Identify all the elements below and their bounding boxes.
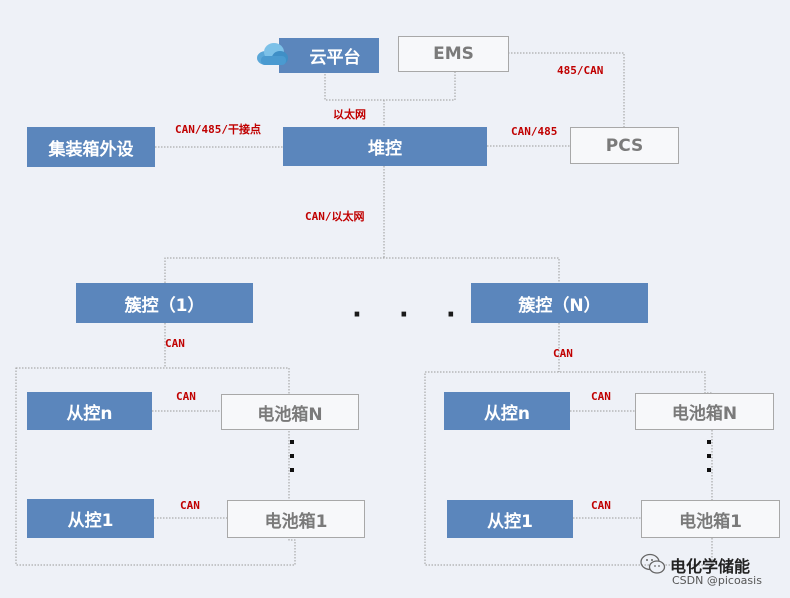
ems-label: EMS — [433, 44, 474, 64]
watermark-brand: 电化学储能 — [670, 557, 751, 576]
battery-1-left-node: 电池箱1 — [227, 500, 365, 538]
slave-1-left-node: 从控1 — [27, 499, 154, 538]
clustern-can-label: CAN — [553, 347, 573, 360]
can-right-bottom-label: CAN — [591, 499, 611, 512]
cluster-control-1-label: 簇控（1） — [124, 295, 205, 316]
pcs-label: PCS — [605, 135, 644, 156]
battery-n-right-node: 电池箱N — [635, 393, 774, 430]
cluster-control-n-node: 簇控（N） — [471, 283, 648, 323]
battery-1-left-label: 电池箱1 — [264, 511, 328, 532]
slave-n-right-label: 从控n — [483, 403, 531, 424]
stack-cluster-link-label: CAN/以太网 — [305, 210, 365, 223]
battery-1-right-label: 电池箱1 — [679, 511, 742, 532]
stack-control-node: 堆控 — [283, 127, 487, 166]
pcs-node: PCS — [570, 127, 679, 164]
can-left-bottom-label: CAN — [180, 499, 200, 512]
wechat-icon — [640, 553, 666, 575]
container-peripheral-node: 集装箱外设 — [27, 127, 155, 167]
cluster1-can-label: CAN — [165, 337, 185, 350]
slave-1-right-node: 从控1 — [447, 500, 573, 538]
ellipsis: · · · — [352, 300, 470, 330]
can-right-top-label: CAN — [591, 390, 611, 403]
watermark-source: CSDN @picoasis — [672, 574, 762, 587]
slave-n-right-node: 从控n — [444, 392, 570, 430]
cloud-platform-label: 云平台 — [309, 48, 361, 68]
slave-n-left-node: 从控n — [27, 392, 152, 430]
battery-n-left-node: 电池箱N — [221, 394, 359, 430]
cluster-control-1-node: 簇控（1） — [76, 283, 253, 323]
can-left-top-label: CAN — [176, 390, 196, 403]
slave-1-left-label: 从控1 — [67, 511, 114, 531]
ext-link-label: CAN/485/干接点 — [175, 123, 261, 136]
battery-n-left-label: 电池箱N — [257, 404, 323, 425]
battery-1-right-node: 电池箱1 — [641, 500, 780, 538]
cluster-control-n-label: 簇控（N） — [518, 295, 601, 316]
stack-control-label: 堆控 — [368, 139, 402, 159]
cloud-icon — [255, 41, 289, 67]
slave-1-right-label: 从控1 — [487, 511, 533, 532]
slave-n-left-label: 从控n — [66, 403, 113, 424]
ems-node: EMS — [398, 36, 509, 72]
vertical-ellipsis-left — [290, 440, 296, 482]
cloud-platform-node: 云平台 — [257, 38, 379, 73]
pcs-link-label: CAN/485 — [511, 125, 558, 138]
ems-pcs-link-label: 485/CAN — [557, 64, 604, 77]
vertical-ellipsis-right — [707, 440, 713, 482]
container-peripheral-label: 集装箱外设 — [48, 139, 134, 160]
battery-n-right-label: 电池箱N — [671, 404, 738, 424]
ethernet-link-label: 以太网 — [333, 108, 366, 121]
